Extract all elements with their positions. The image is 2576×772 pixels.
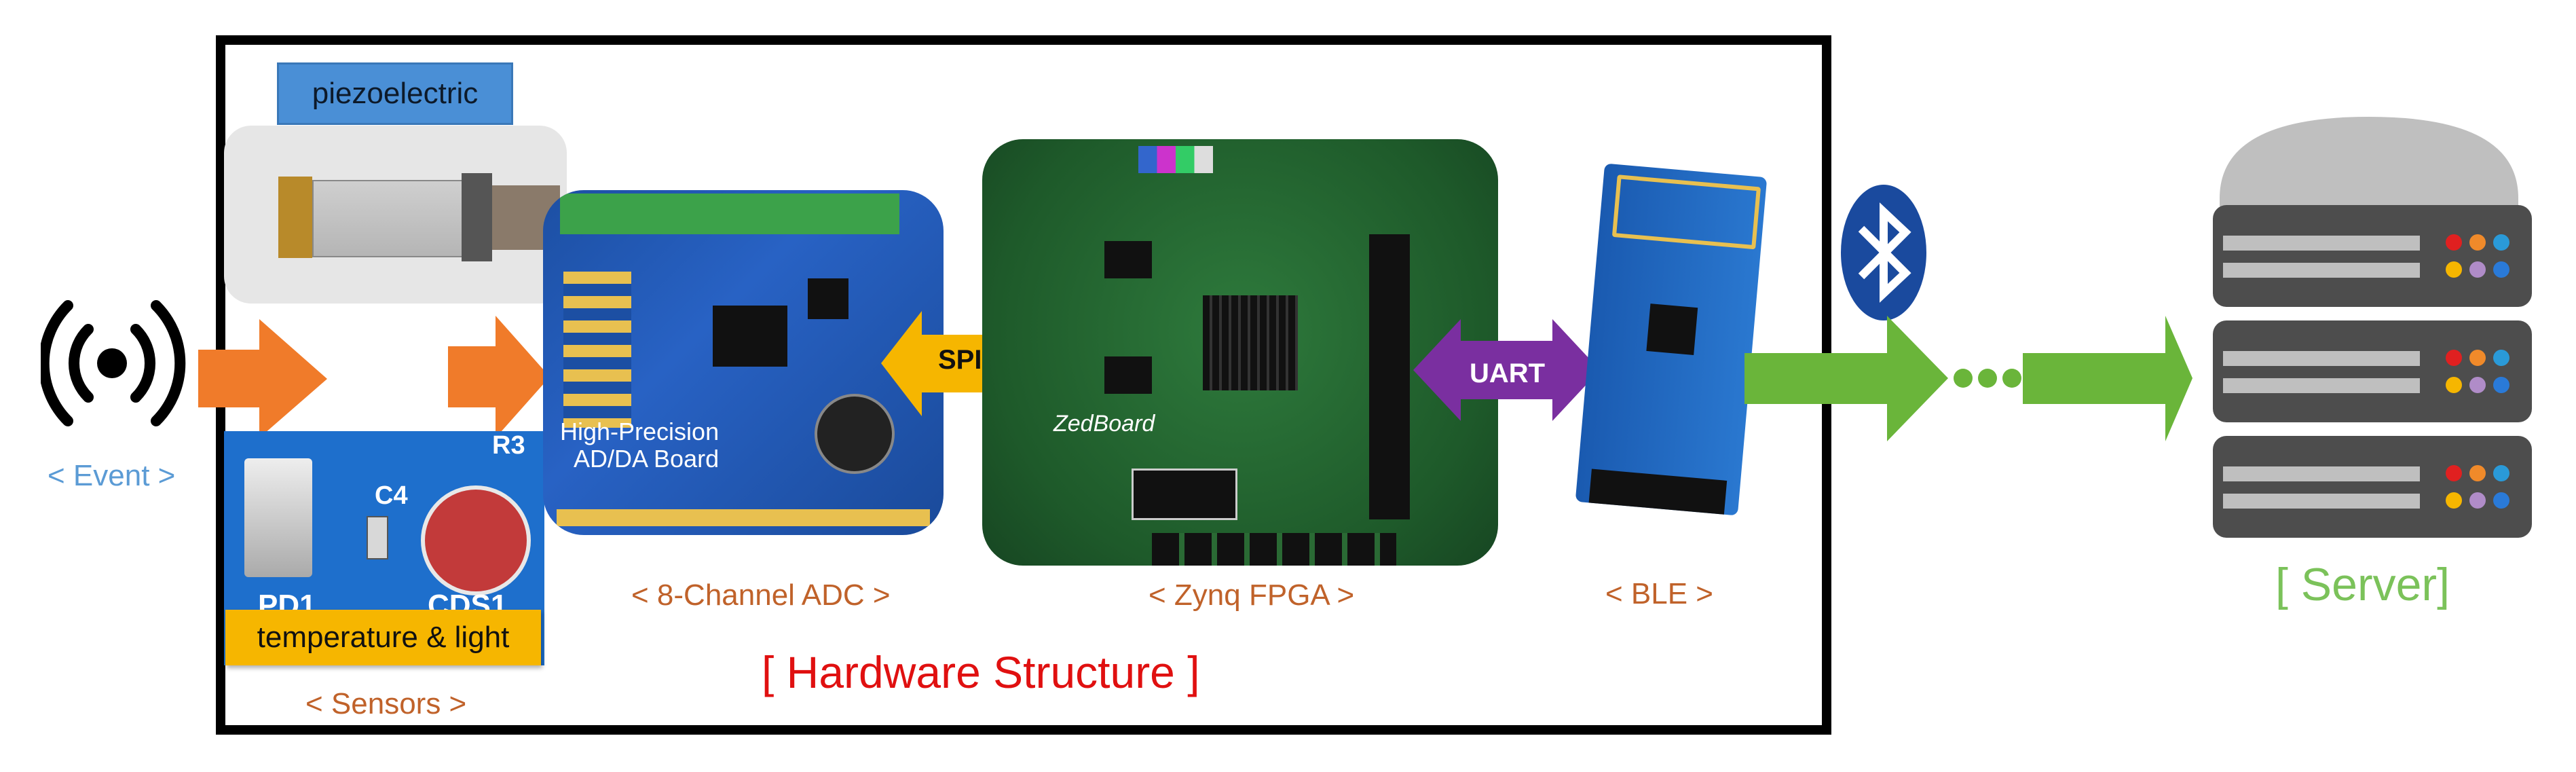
ble-to-server-arrows xyxy=(1744,316,2192,441)
fpga-chip xyxy=(1203,295,1298,390)
adc-header-pins xyxy=(563,272,631,428)
piezoelectric-photo xyxy=(224,126,567,304)
adc-bottom-pins xyxy=(557,509,930,526)
server-label: [ Server] xyxy=(2275,559,2450,610)
uart-arrow xyxy=(1413,319,1600,421)
adc-board-title-2: AD/DA Board xyxy=(574,445,720,473)
piezo-clamp xyxy=(462,173,492,261)
server-icon xyxy=(2213,117,2532,538)
hardware-structure-title: [ Hardware Structure ] xyxy=(762,647,1200,697)
sensors-label: < Sensors > xyxy=(305,687,467,720)
adc-terminal-block xyxy=(560,194,899,234)
fpga-audio-jacks xyxy=(1138,146,1213,173)
bluetooth-icon xyxy=(1841,185,1926,320)
broadcast-icon xyxy=(41,300,186,426)
uart-label: UART xyxy=(1470,359,1546,388)
temperature-light-label: temperature & light xyxy=(225,610,541,665)
piezo-terminal xyxy=(278,177,312,258)
r3-label: R3 xyxy=(492,431,525,460)
piezoelectric-label: piezoelectric xyxy=(277,62,513,125)
fpga-pmod-headers xyxy=(1152,533,1396,566)
ble-connector xyxy=(1588,468,1728,515)
fpga-memory-1 xyxy=(1104,241,1152,278)
adc-label: < 8-Channel ADC > xyxy=(631,578,891,612)
fpga-fmc-connector xyxy=(1369,234,1410,519)
ble-pcb xyxy=(1575,163,1768,516)
adc-board-title-1: High-Precision xyxy=(560,418,720,445)
ble-label: < BLE > xyxy=(1605,577,1714,610)
fpga-oled xyxy=(1132,468,1237,520)
ble-antenna xyxy=(1611,174,1761,250)
ble-module-photo xyxy=(1575,163,1770,521)
sensor-to-adc-arrow xyxy=(448,316,550,438)
light-sensor xyxy=(421,485,531,595)
adc-board-photo: High-Precision AD/DA Board xyxy=(543,190,944,535)
zedboard-label: ZedBoard xyxy=(1053,411,1155,437)
c4-label: C4 xyxy=(375,481,408,510)
photodiode xyxy=(244,458,312,577)
event-arrow xyxy=(198,319,327,438)
piezo-film xyxy=(312,180,485,257)
event-label: < Event > xyxy=(48,459,176,492)
fpga-board-photo: ZedBoard xyxy=(982,139,1498,566)
fpga-memory-2 xyxy=(1104,356,1152,394)
fpga-label: < Zynq FPGA > xyxy=(1149,578,1355,612)
ble-chip xyxy=(1646,304,1698,355)
adc-potentiometer xyxy=(815,394,895,474)
adc-chip-2 xyxy=(808,278,848,319)
capacitor xyxy=(367,516,388,559)
adc-chip xyxy=(713,306,787,367)
spi-label: SPI xyxy=(938,345,982,375)
